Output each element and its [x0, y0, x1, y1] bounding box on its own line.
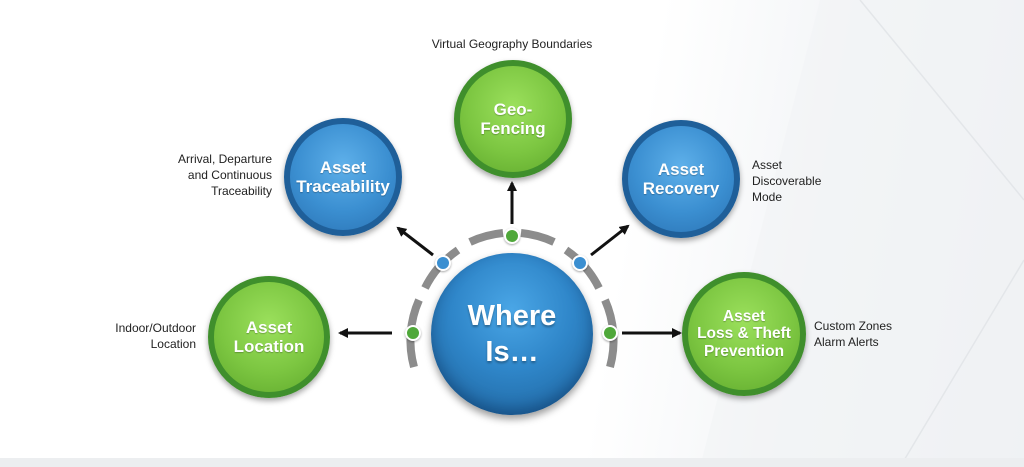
node-label: Asset Traceability: [296, 157, 390, 196]
desc-asset-recovery: Asset Discoverable Mode: [752, 158, 822, 204]
node-label: Geo- Fencing: [480, 99, 546, 138]
node-label: Asset Location: [233, 317, 305, 356]
bottom-bar: [0, 458, 1024, 467]
desc-asset-traceability: Arrival, Departure and Continuous Tracea…: [177, 152, 272, 198]
hub-label: Where Is…: [467, 299, 557, 368]
desc-geo-fencing: Virtual Geography Boundaries: [431, 37, 593, 51]
hub-where-is: Where Is…: [431, 253, 593, 415]
arrow-to-asset-recovery: [590, 224, 630, 257]
node-label: Asset Loss & Theft Prevention: [697, 307, 791, 360]
hub-arc-segment: [468, 229, 504, 246]
node-asset-loss-theft-prevention: Asset Loss & Theft Prevention: [682, 272, 806, 396]
arc-dot-left: [405, 325, 421, 341]
node-geo-fencing: Geo- Fencing: [454, 60, 572, 178]
arc-dot-right: [602, 325, 618, 341]
arc-dot-top: [504, 228, 520, 244]
node-label: Asset Recovery: [642, 159, 720, 198]
arc-dot-upper-right: [572, 255, 588, 271]
node-asset-location: Asset Location: [208, 276, 330, 398]
desc-asset-loss-theft-prevention: Custom Zones Alarm Alerts: [814, 319, 893, 349]
hub-arc-segment: [520, 229, 556, 246]
arrow-to-asset-traceability: [396, 226, 434, 257]
arc-dot-upper-left: [435, 255, 451, 271]
desc-asset-location: Indoor/Outdoor Location: [115, 321, 196, 351]
node-asset-traceability: Asset Traceability: [284, 118, 402, 236]
node-asset-recovery: Asset Recovery: [622, 120, 740, 238]
